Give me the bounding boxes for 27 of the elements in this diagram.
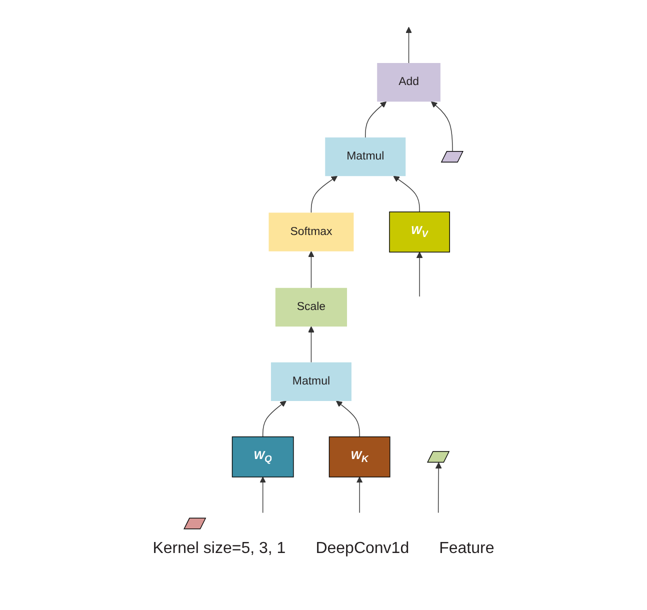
note-label: Kernel size=5, 3, 1 [152,540,286,558]
node-box [389,212,450,252]
arrow [308,251,314,288]
node-bar [184,518,206,530]
node-bar [427,451,450,463]
arrow [406,26,412,64]
arrow [336,400,360,438]
arrow [416,252,423,297]
node-box [275,288,348,327]
arrow [365,101,387,138]
note-label: DeepConv1d [316,540,410,558]
note-label: Feature [439,540,494,558]
arrow [356,476,363,514]
arrow [308,326,314,363]
node-box [232,436,294,478]
node-box [268,212,354,252]
arrow [393,176,420,212]
arrow [431,101,453,152]
node-box [328,436,390,478]
node-box [377,63,440,102]
arrow [435,462,442,514]
arrow [262,400,286,438]
node-box [270,362,352,401]
arrow [310,176,338,214]
node-bar [440,151,464,162]
arrow [260,476,266,514]
node-box [325,137,406,176]
